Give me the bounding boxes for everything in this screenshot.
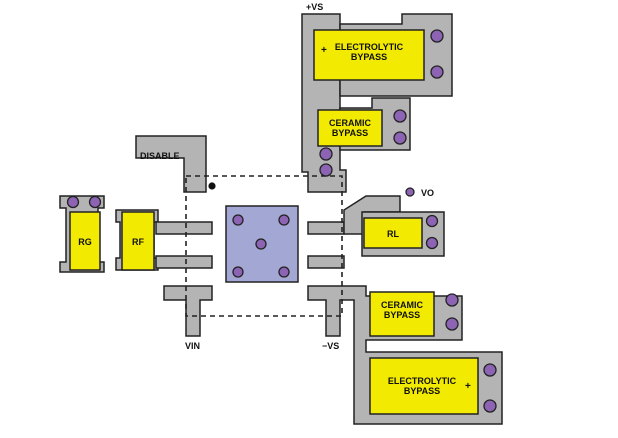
vin-trace xyxy=(163,285,213,337)
via xyxy=(393,131,407,145)
via xyxy=(405,187,415,197)
via xyxy=(483,399,497,413)
vs-minus-label: −VS xyxy=(322,341,339,351)
via xyxy=(278,266,290,278)
pin-left-2 xyxy=(155,255,213,269)
ceramic-bottom-capacitor xyxy=(369,291,435,337)
pin-left-1 xyxy=(155,221,213,235)
rl-label: RL xyxy=(387,229,399,239)
pin1-marker-dot xyxy=(208,182,216,190)
electrolytic-top-capacitor xyxy=(313,29,425,81)
via xyxy=(278,214,290,226)
via xyxy=(66,195,80,209)
via xyxy=(393,109,407,123)
via xyxy=(445,293,459,307)
via xyxy=(483,363,497,377)
electrolytic-bottom-label-1: ELECTROLYTIC xyxy=(388,376,457,386)
disable-label: DISABLE xyxy=(140,151,180,161)
via xyxy=(232,214,244,226)
ceramic-top-label-2: BYPASS xyxy=(332,128,368,138)
electrolytic-bottom-label-2: BYPASS xyxy=(404,386,440,396)
ic-outline xyxy=(185,175,343,317)
ceramic-bottom-label-1: CERAMIC xyxy=(381,300,423,310)
via xyxy=(232,266,244,278)
plus-sign-top: + xyxy=(321,45,327,56)
rf-resistor xyxy=(121,211,155,271)
rg-label: RG xyxy=(78,237,92,247)
ceramic-top-capacitor xyxy=(317,109,383,147)
pin-right-2 xyxy=(307,255,345,269)
rf-label: RF xyxy=(132,237,144,247)
via xyxy=(255,238,267,250)
via xyxy=(319,147,333,161)
electrolytic-bottom-capacitor xyxy=(369,357,479,415)
electrolytic-top-label-1: ELECTROLYTIC xyxy=(335,42,404,52)
via xyxy=(430,65,444,79)
disable-trace xyxy=(135,135,207,193)
pin-right-1 xyxy=(307,221,345,235)
vo-label: VO xyxy=(421,188,434,198)
electrolytic-top-label-2: BYPASS xyxy=(351,52,387,62)
via xyxy=(430,29,444,43)
ceramic-top-label-1: CERAMIC xyxy=(329,118,371,128)
rl-resistor xyxy=(363,217,423,249)
via xyxy=(425,214,439,228)
via xyxy=(88,195,102,209)
plus-sign-bottom: + xyxy=(465,381,471,392)
rg-resistor xyxy=(69,211,101,271)
vin-label: VIN xyxy=(185,341,200,351)
ceramic-bottom-label-2: BYPASS xyxy=(384,310,420,320)
via xyxy=(425,236,439,250)
via xyxy=(445,317,459,331)
vs-plus-label: +VS xyxy=(306,2,323,12)
via xyxy=(319,163,333,177)
